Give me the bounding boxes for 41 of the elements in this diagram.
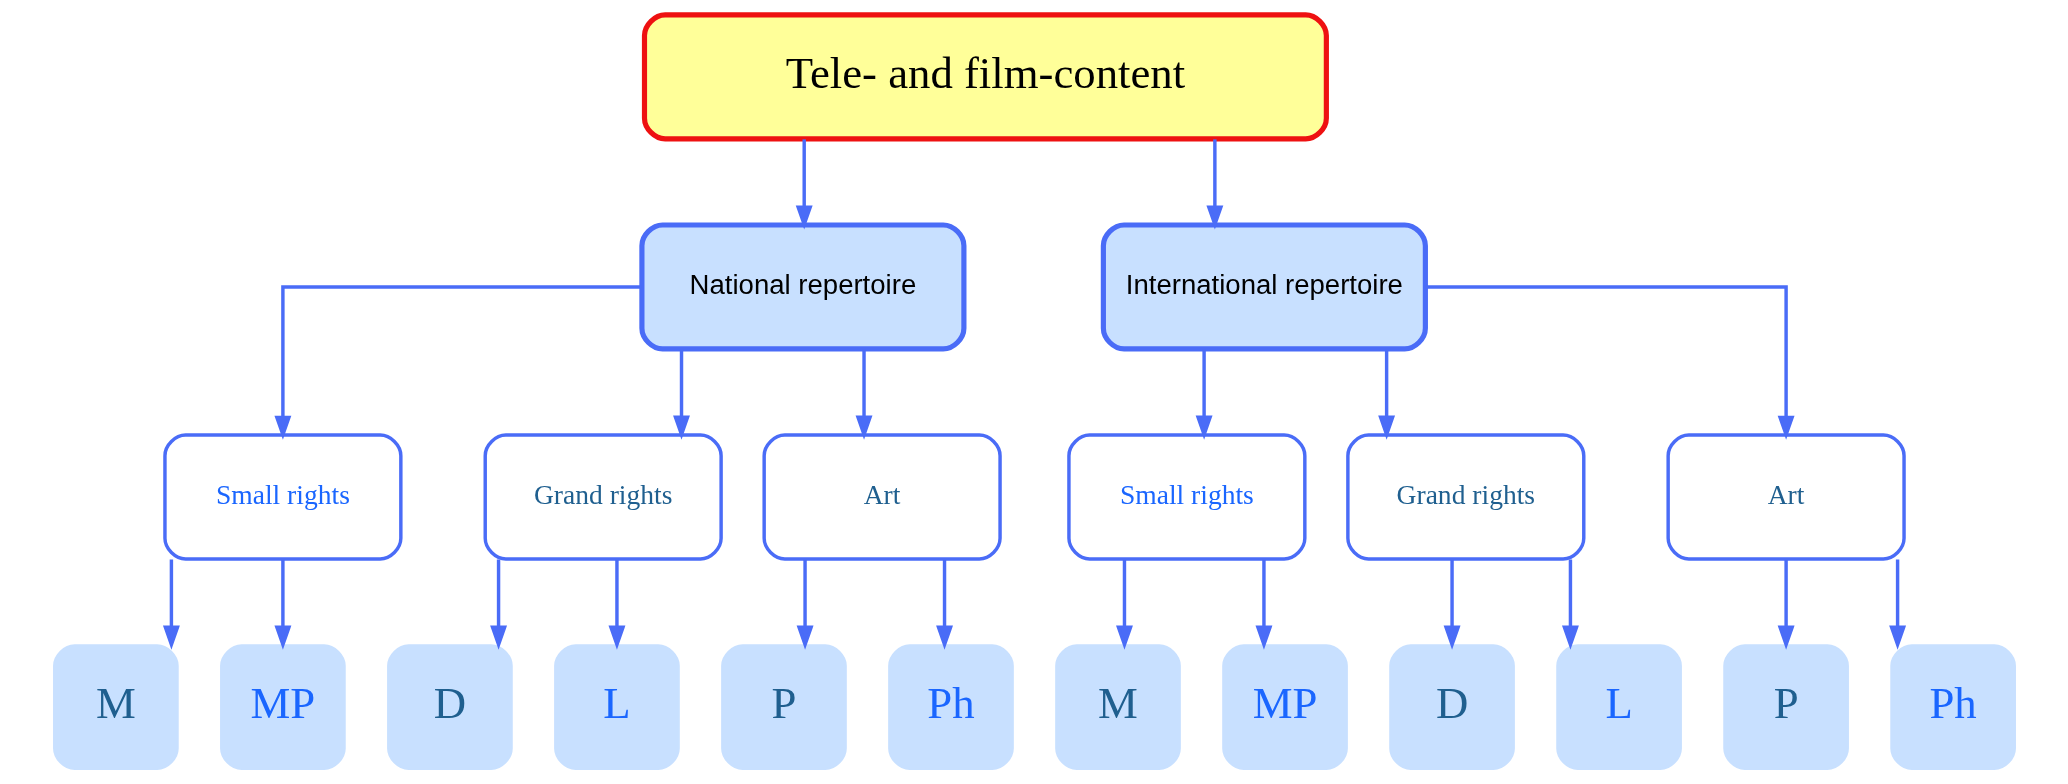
node-box: P — [720, 644, 847, 770]
arrow — [1115, 559, 1133, 650]
node-box: MP — [219, 644, 346, 770]
arrow — [855, 349, 872, 440]
node-box: M — [52, 644, 179, 770]
arrow — [1255, 559, 1272, 650]
node-box: P — [1722, 644, 1849, 770]
node-box: D — [386, 644, 513, 770]
arrow — [1561, 559, 1579, 650]
arrow — [273, 285, 641, 440]
arrow — [1205, 139, 1223, 230]
arrow — [608, 559, 625, 650]
node-box: Ph — [887, 644, 1014, 770]
node-box: L — [553, 644, 680, 770]
arrow — [672, 349, 690, 440]
arrow — [273, 559, 291, 650]
node-box: Grand rights — [483, 433, 723, 561]
node-box: International repertoire — [1100, 222, 1428, 352]
node-box: National repertoire — [638, 222, 966, 352]
node-box: L — [1555, 644, 1682, 770]
arrow — [795, 139, 813, 230]
arrow — [1443, 559, 1460, 650]
node-box: Small rights — [162, 433, 403, 561]
arrow — [1777, 559, 1795, 650]
arrow — [1888, 559, 1906, 650]
arrow — [796, 559, 813, 650]
arrow — [935, 559, 953, 650]
node-box: Tele- and film-content — [641, 12, 1329, 142]
arrow — [1377, 349, 1395, 440]
arrow — [489, 559, 507, 650]
arrow — [1425, 285, 1795, 440]
node-box: D — [1388, 644, 1515, 770]
node-box: M — [1054, 644, 1181, 770]
arrow — [162, 559, 180, 650]
node-box: Ph — [1889, 644, 2016, 770]
node-box: MP — [1221, 644, 1348, 770]
arrow — [1195, 349, 1213, 440]
node-box: Small rights — [1066, 433, 1307, 561]
node-box: Art — [1665, 433, 1906, 561]
node-box: Grand rights — [1345, 433, 1585, 561]
node-box: Art — [761, 433, 1002, 561]
